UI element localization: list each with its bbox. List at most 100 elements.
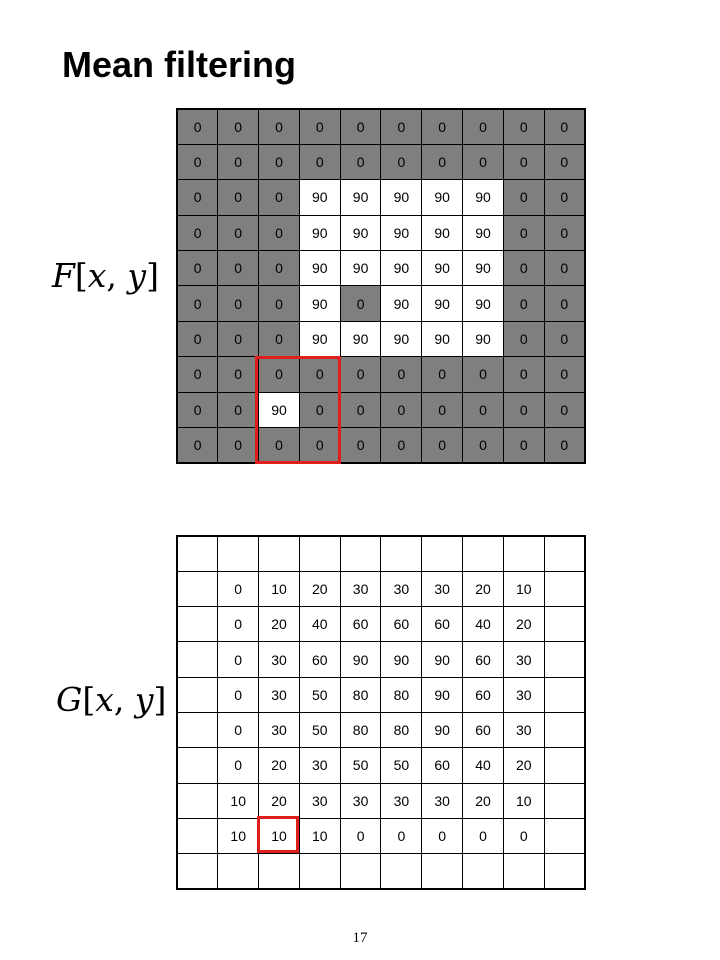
output-y-symbol: y: [134, 680, 154, 719]
input-grid-cell: 90: [298, 320, 341, 358]
output-grid-cell: 0: [339, 817, 382, 855]
output-grid-cell: 30: [339, 782, 382, 819]
input-grid-cell: 0: [502, 108, 545, 145]
input-grid-cell: 0: [380, 391, 423, 429]
output-grid-cell: 10: [298, 817, 341, 855]
input-grid-cell: 0: [421, 391, 464, 429]
input-grid-cell: 90: [380, 179, 423, 216]
input-grid-cell: 0: [176, 356, 219, 393]
input-grid-cell: 0: [339, 391, 382, 429]
input-grid-cell: 0: [176, 179, 219, 216]
input-grid-cell: 0: [421, 356, 464, 393]
output-grid-cell: 30: [380, 782, 423, 819]
input-grid-cell: 90: [380, 320, 423, 358]
output-grid-cell: [176, 711, 219, 749]
output-grid-cell: [339, 535, 382, 572]
output-grid-cell: [258, 853, 300, 890]
output-grid-cell: 20: [502, 606, 545, 643]
output-grid-cell: 20: [258, 606, 300, 643]
output-grid-cell: [543, 676, 586, 713]
output-grid-cell: 90: [339, 641, 382, 678]
input-grid-cell: 0: [217, 427, 260, 464]
output-grid-cell: 0: [502, 817, 545, 855]
output-grid-cell: [543, 817, 586, 855]
input-grid-cell: 0: [258, 143, 300, 181]
input-grid-cell: 0: [543, 179, 586, 216]
input-grid-cell: 0: [258, 356, 300, 393]
output-grid-cell: 30: [339, 570, 382, 608]
output-grid-cell: 30: [380, 570, 423, 608]
output-grid-cell: [543, 570, 586, 608]
output-grid-cell: [380, 535, 423, 572]
output-grid-cell: [176, 817, 219, 855]
output-grid-cell: 0: [217, 676, 260, 713]
input-grid-cell: 0: [502, 214, 545, 252]
output-grid-cell: 0: [462, 817, 504, 855]
output-comma: ,: [113, 680, 125, 719]
input-grid-cell: 0: [462, 143, 504, 181]
input-grid-cell: 0: [217, 250, 260, 287]
output-grid-cell: [502, 853, 545, 890]
output-grid-cell: 0: [217, 570, 260, 608]
input-grid-cell: 0: [217, 214, 260, 252]
input-y-symbol: y: [127, 256, 147, 295]
output-grid-cell: [217, 853, 260, 890]
input-grid-cell: 90: [380, 250, 423, 287]
output-grid-cell: [543, 641, 586, 678]
output-grid-cell: 60: [298, 641, 341, 678]
input-grid-cell: 90: [421, 179, 464, 216]
output-grid-cell: 0: [217, 641, 260, 678]
input-grid-cell: 0: [176, 143, 219, 181]
input-grid-cell: 0: [298, 356, 341, 393]
output-grid-cell: [298, 853, 341, 890]
input-image-label: F[x, y]: [52, 256, 159, 295]
input-grid-cell: 0: [258, 179, 300, 216]
input-close-bracket: ]: [146, 256, 159, 295]
input-grid-cell: 0: [298, 108, 341, 145]
output-grid-cell: 0: [217, 606, 260, 643]
output-grid-cell: [176, 570, 219, 608]
output-grid-cell: [543, 535, 586, 572]
input-grid-cell: 90: [421, 320, 464, 358]
input-grid-cell: 0: [462, 427, 504, 464]
output-grid-cell: [176, 782, 219, 819]
output-grid-cell: 30: [298, 747, 341, 784]
input-grid-cell: 0: [502, 356, 545, 393]
input-grid-cell: 0: [543, 108, 586, 145]
input-grid-cell: 90: [462, 179, 504, 216]
input-grid-cell: 90: [339, 320, 382, 358]
output-grid-cell: [176, 641, 219, 678]
input-grid-cell: 0: [421, 427, 464, 464]
input-grid-cell: 0: [217, 108, 260, 145]
input-grid-cell: 0: [217, 320, 260, 358]
input-grid-cell: 90: [339, 179, 382, 216]
output-grid-cell: 60: [462, 676, 504, 713]
output-grid-cell: [421, 535, 464, 572]
input-grid-cell: 0: [502, 250, 545, 287]
input-open-bracket: [: [74, 256, 88, 295]
input-grid-cell: 0: [258, 427, 300, 464]
input-grid-cell: 0: [543, 143, 586, 181]
output-grid-cell: 20: [462, 570, 504, 608]
output-grid-cell: 50: [339, 747, 382, 784]
input-grid-cell: 90: [298, 214, 341, 252]
input-grid-cell: 90: [380, 214, 423, 252]
input-grid-cell: 90: [421, 214, 464, 252]
output-grid-cell: [176, 747, 219, 784]
output-image-label: G[x, y]: [56, 680, 166, 719]
output-grid-cell: 10: [217, 817, 260, 855]
output-close-bracket: ]: [153, 680, 167, 719]
output-grid-cell: [176, 676, 219, 713]
input-grid-cell: 90: [380, 285, 423, 322]
output-grid-row: [176, 853, 586, 890]
